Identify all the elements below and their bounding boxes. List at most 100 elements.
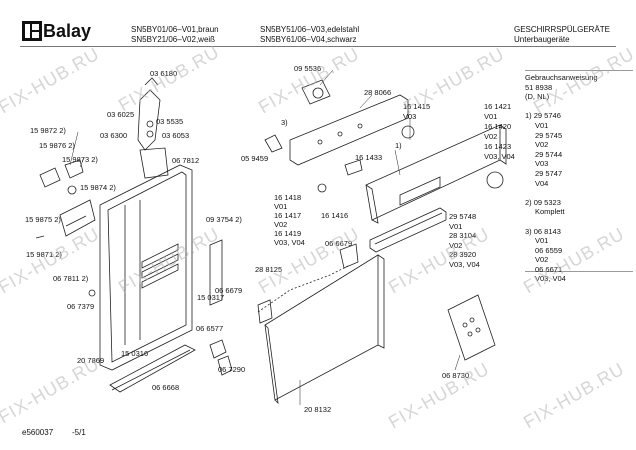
note-line: (D, NL) xyxy=(525,92,550,102)
part-label: 06 6679 xyxy=(325,239,353,248)
part-label: 28 3104 xyxy=(449,231,477,240)
part-label: 1) xyxy=(395,141,402,150)
part-label: 03 6025 xyxy=(107,110,135,119)
logo-mark-icon xyxy=(22,21,42,41)
part-label: 06 6577 xyxy=(196,324,224,333)
part-label: 03 5535 xyxy=(156,117,184,126)
part-label: 16 1418 xyxy=(274,193,302,202)
part-label: 16 1419 xyxy=(274,229,302,238)
models-column-1: SN5BY01/06–V01,braun SN5BY21/06–V02,weiß xyxy=(131,25,219,45)
note-line: V04 xyxy=(535,178,549,188)
part-label: 16 1423 xyxy=(484,142,512,151)
connector xyxy=(339,243,359,269)
note-line: Komplett xyxy=(535,207,565,217)
part-label: 16 1433 xyxy=(355,153,383,162)
part-label: 06 8730 xyxy=(442,371,470,380)
foot-part xyxy=(209,339,227,359)
front-cover-panel xyxy=(365,124,501,221)
wire-harness xyxy=(257,264,351,313)
note-line: V03, V04 xyxy=(535,274,566,284)
part-label: 16 1416 xyxy=(321,211,349,220)
part-label: V02 xyxy=(484,132,498,141)
note-line: 29 5747 xyxy=(535,168,563,178)
spring-part xyxy=(39,167,61,188)
screw xyxy=(146,120,154,128)
note-line: Gebrauchsanweisung xyxy=(525,73,598,82)
part-label: V01 xyxy=(274,202,288,211)
part-label: 15 9874 2) xyxy=(80,183,116,192)
bracket xyxy=(209,239,223,306)
note-line: V01 xyxy=(535,120,549,130)
note-line: 06 6559 xyxy=(535,245,563,255)
part-label: 15 0316 xyxy=(121,349,149,358)
part-label: 15 9876 2) xyxy=(39,141,75,150)
accessory-bag xyxy=(447,294,496,361)
part-label: 28 3920 xyxy=(449,250,477,259)
page-number: -5/1 xyxy=(72,428,86,437)
inner-door-panel xyxy=(99,164,193,371)
bottom-rail xyxy=(109,344,196,393)
note-line: 29 5745 xyxy=(535,130,563,140)
control-panel xyxy=(289,94,409,166)
part-label: V01 xyxy=(449,222,463,231)
note-line: V02 xyxy=(535,255,549,265)
note-line: 1) 29 5746 xyxy=(525,111,561,121)
latch-part xyxy=(139,147,169,179)
part-label: 03 6053 xyxy=(162,131,190,140)
part-label: V03 xyxy=(403,112,417,121)
part-label: 3) xyxy=(281,118,288,127)
brand-name: Balay xyxy=(43,21,92,41)
note-line: V01 xyxy=(535,236,549,246)
vent-grill xyxy=(141,243,179,269)
part-label: V03, V04 xyxy=(484,152,515,161)
note-line: 06 6671 xyxy=(535,264,563,274)
drawing-id: e560037 xyxy=(22,428,54,437)
part-label: 06 6668 xyxy=(152,383,180,392)
part-label: 16 1415 xyxy=(403,102,431,111)
header-divider xyxy=(20,46,616,47)
part-label: 15 9872 2) xyxy=(30,126,66,135)
category-title: GESCHIRRSPÜLGERÄTE xyxy=(514,25,611,34)
note-line: V03 xyxy=(535,159,549,169)
part-label: 16 1420 xyxy=(484,122,512,131)
model-line: SN5BY21/06–V02,weiß xyxy=(131,35,216,44)
part-label: 16 1421 xyxy=(484,102,512,111)
part-label: 06 7379 xyxy=(67,302,95,311)
part-label: V03, V04 xyxy=(274,238,305,247)
part-label: V03, V04 xyxy=(449,260,480,269)
part-label: 16 1417 xyxy=(274,211,302,220)
part-label: 28 8125 xyxy=(255,265,283,274)
category-block: GESCHIRRSPÜLGERÄTE Unterbaugeräte xyxy=(514,25,610,45)
part-label: 03 6180 xyxy=(150,69,178,78)
part-label: 06 7812 xyxy=(172,156,200,165)
part-label: 15 9871 2) xyxy=(26,250,62,259)
part-label: 15 0317 xyxy=(197,293,225,302)
model-line: SN5BY51/06–V03,edelstahl xyxy=(260,25,360,34)
part-label: 15 9875 2) xyxy=(25,215,61,224)
part-label: 29 5748 xyxy=(449,212,477,221)
decor-strip xyxy=(369,207,447,253)
part-label: V01 xyxy=(484,112,498,121)
note-line: 3) 06 8143 xyxy=(525,226,561,236)
note-line: 51 8938 xyxy=(525,82,553,92)
part-label: V02 xyxy=(274,220,288,229)
part-label: 15 9873 2) xyxy=(62,155,98,164)
note-line: 29 5744 xyxy=(535,149,563,159)
part-label: 06 7811 2) xyxy=(53,274,89,283)
part-label: 09 3754 2) xyxy=(206,215,242,224)
brand-logo: Balay xyxy=(22,20,104,42)
model-line: SN5BY61/06–V04,schwarz xyxy=(260,35,357,44)
model-line: SN5BY01/06–V01,braun xyxy=(131,25,219,34)
inner-door-inner-edge xyxy=(107,171,187,363)
note-line: V02 xyxy=(535,140,549,150)
notes-panel: Gebrauchsanweisung 51 8938 (D, NL) 1) 29… xyxy=(525,70,633,283)
part-label: 06 7290 xyxy=(218,365,246,374)
hinge-part xyxy=(137,89,161,151)
part-label: 09 5536 xyxy=(294,64,322,73)
part-label: 28 8066 xyxy=(364,88,392,97)
program-selector xyxy=(301,79,331,105)
models-column-2: SN5BY51/06–V03,edelstahl SN5BY61/06–V04,… xyxy=(260,25,359,45)
part-label: 03 6300 xyxy=(100,131,128,140)
part-label: 20 7869 xyxy=(77,356,105,365)
